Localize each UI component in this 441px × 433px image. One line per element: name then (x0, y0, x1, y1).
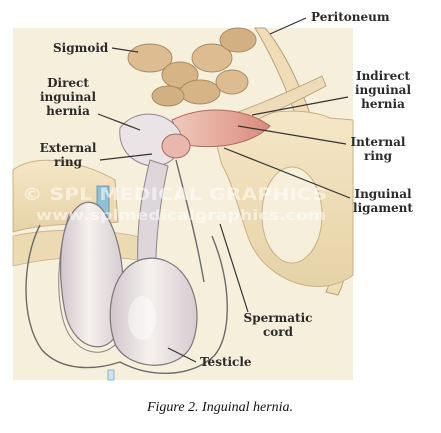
watermark-line-2: www.splmedicalgraphics.com (36, 208, 326, 224)
direct-hernia-highlight (161, 133, 191, 159)
label-external-line-2: ring (54, 155, 83, 169)
label-direct-line-3: hernia (46, 104, 90, 118)
label-cord-line-1: Spermatic (244, 311, 313, 325)
label-testicle: Testicle (200, 355, 252, 369)
figure-caption: Figure 2. Inguinal hernia. (146, 400, 293, 415)
leader-direct-hernia (97, 113, 141, 131)
label-indirect-line-2: inguinal (355, 83, 411, 97)
label-sigmoid: Sigmoid (53, 41, 109, 55)
label-ligament-line-2: ligament (353, 201, 413, 215)
indirect-hernia-sac (171, 109, 271, 148)
obturator-foramen (261, 166, 323, 264)
leader-indirect-hernia (251, 96, 349, 116)
label-external-line-1: External (40, 141, 97, 155)
label-indirect-line-1: Indirect (356, 69, 411, 83)
leader-peritoneum (269, 17, 307, 35)
leader-inguinal-ligament (223, 147, 351, 199)
label-peritoneum: Peritoneum (311, 10, 390, 24)
testicle-gloss (128, 296, 156, 340)
label-internal-line-2: ring (364, 149, 393, 163)
label-cord-line-2: cord (263, 325, 294, 339)
leader-testicle (167, 347, 197, 363)
watermark-line-1: © SPL MEDICAL GRAPHICS (22, 185, 327, 205)
scrotum-tip (107, 369, 115, 381)
right-testicle (109, 257, 198, 366)
leader-external-ring (99, 153, 153, 161)
sigmoid-colon (127, 27, 257, 107)
leader-sigmoid (111, 47, 139, 53)
leader-internal-ring (237, 125, 347, 145)
scrotum-outline (25, 224, 228, 375)
label-ligament-line-1: Inguinal (354, 187, 412, 201)
leader-lines (97, 17, 351, 363)
label-indirect-line-3: hernia (361, 97, 405, 111)
label-direct-line-2: inguinal (40, 90, 96, 104)
label-direct-line-1: Direct (47, 76, 89, 90)
spermatic-cord-right (175, 159, 205, 283)
leader-spermatic-cord (219, 223, 249, 313)
label-internal-line-1: Internal (351, 135, 406, 149)
